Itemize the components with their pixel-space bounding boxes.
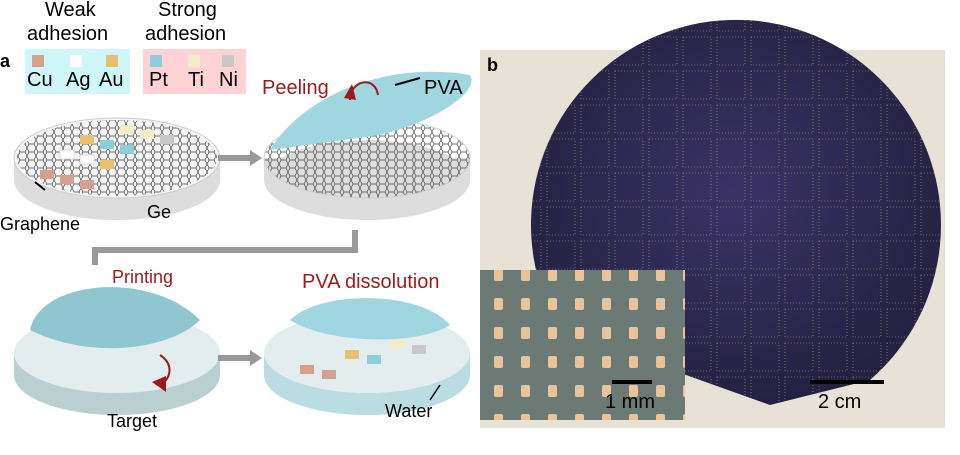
pva-film-printing [30, 287, 200, 349]
pva-film [270, 71, 472, 150]
graphene-layer [17, 120, 217, 196]
pva-dissolution-label: PVA dissolution [302, 271, 440, 293]
wafer-scale-bar [810, 380, 884, 384]
strong-title-2: adhesion [145, 23, 227, 45]
metal-pt: Pt [149, 69, 168, 91]
metal-ti: Ti [188, 69, 204, 91]
weak-title-2: adhesion [27, 23, 109, 45]
metal-ni: Ni [219, 69, 238, 91]
metal-au: Au [99, 69, 124, 91]
pva-label: PVA [424, 77, 463, 99]
metal-cu: Cu [27, 69, 53, 91]
strong-title: Strong [158, 0, 217, 21]
wafer-scale-label: 2 cm [818, 391, 862, 413]
panel-b-label: b [487, 55, 498, 75]
graphene-label: Graphene [0, 214, 81, 234]
metal-pads [40, 125, 174, 189]
arrow [250, 150, 262, 166]
inset-scale-label: 1 mm [605, 391, 655, 413]
weak-title: Weak [45, 0, 96, 21]
panel-a-label: a [0, 51, 11, 71]
target-label: Target [107, 411, 158, 431]
printing-label: Printing [112, 267, 174, 287]
ge-label: Ge [147, 202, 172, 222]
water-label: Water [385, 401, 433, 421]
metal-ag: Ag [66, 69, 91, 91]
inset-scale-bar [612, 380, 652, 384]
peeling-label: Peeling [262, 77, 329, 99]
